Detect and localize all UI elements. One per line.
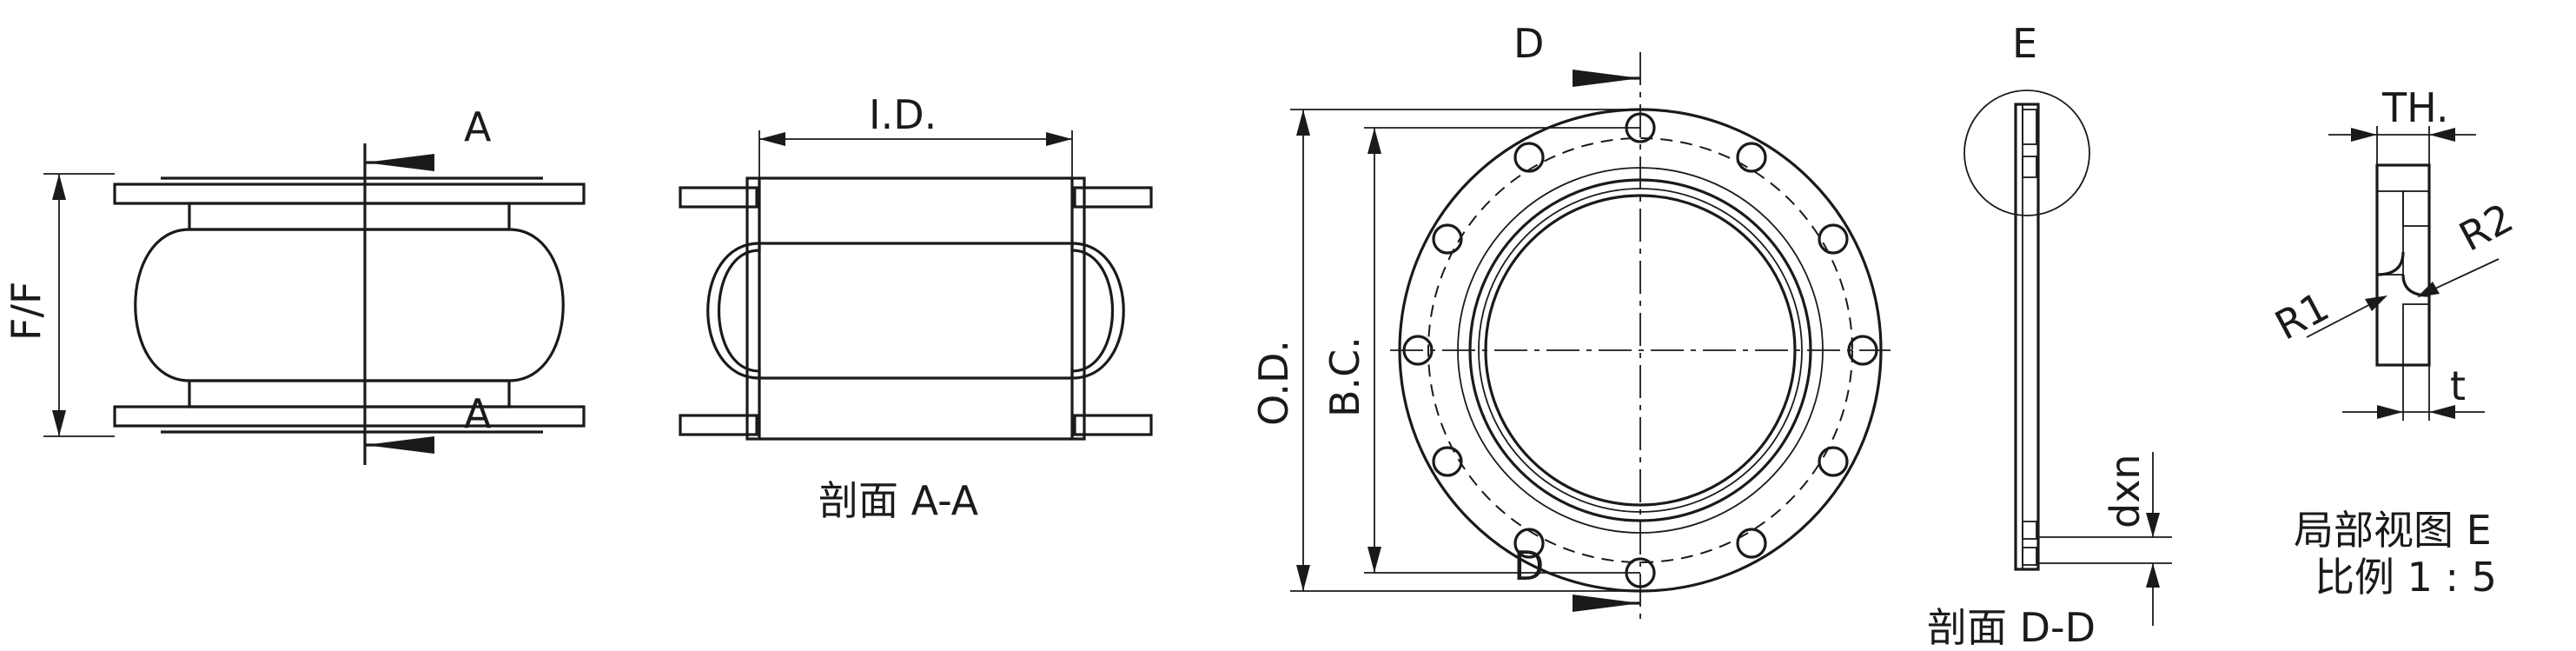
section-aa-view: I.D. 剖面 A-A bbox=[679, 91, 1153, 524]
r1-label: R1 bbox=[2268, 282, 2336, 349]
section-dd-view: E dxn 剖面 D-D bbox=[1927, 20, 2172, 651]
th-label: TH. bbox=[2381, 84, 2449, 131]
detail-title-caption: 局部视图 E bbox=[2294, 507, 2492, 554]
od-label: O.D. bbox=[1250, 340, 1297, 426]
r2-label: R2 bbox=[2452, 194, 2520, 260]
bc-label: B.C. bbox=[1321, 336, 1368, 417]
section-aa-caption: 剖面 A-A bbox=[818, 477, 979, 524]
ff-label: F/F bbox=[3, 282, 50, 341]
t-label: t bbox=[2450, 362, 2466, 409]
section-d-label-top: D bbox=[1513, 20, 1544, 67]
detail-e-view: TH. R1 R2 t 局部视图 E 比例 1 : 5 bbox=[2268, 84, 2520, 601]
section-dd-caption: 剖面 D-D bbox=[1927, 604, 2096, 651]
detail-e-label: E bbox=[2012, 20, 2037, 67]
flange-view: D D O.D. B.C. bbox=[1250, 20, 1891, 621]
section-a-label-top: A bbox=[464, 103, 492, 150]
id-label: I.D. bbox=[869, 91, 937, 138]
front-view: A A F/F bbox=[3, 103, 586, 465]
detail-scale-caption: 比例 1 : 5 bbox=[2314, 554, 2497, 601]
section-a-label-bottom: A bbox=[464, 390, 492, 437]
section-d-label-bottom: D bbox=[1513, 542, 1544, 589]
dxn-label: dxn bbox=[2102, 454, 2149, 528]
